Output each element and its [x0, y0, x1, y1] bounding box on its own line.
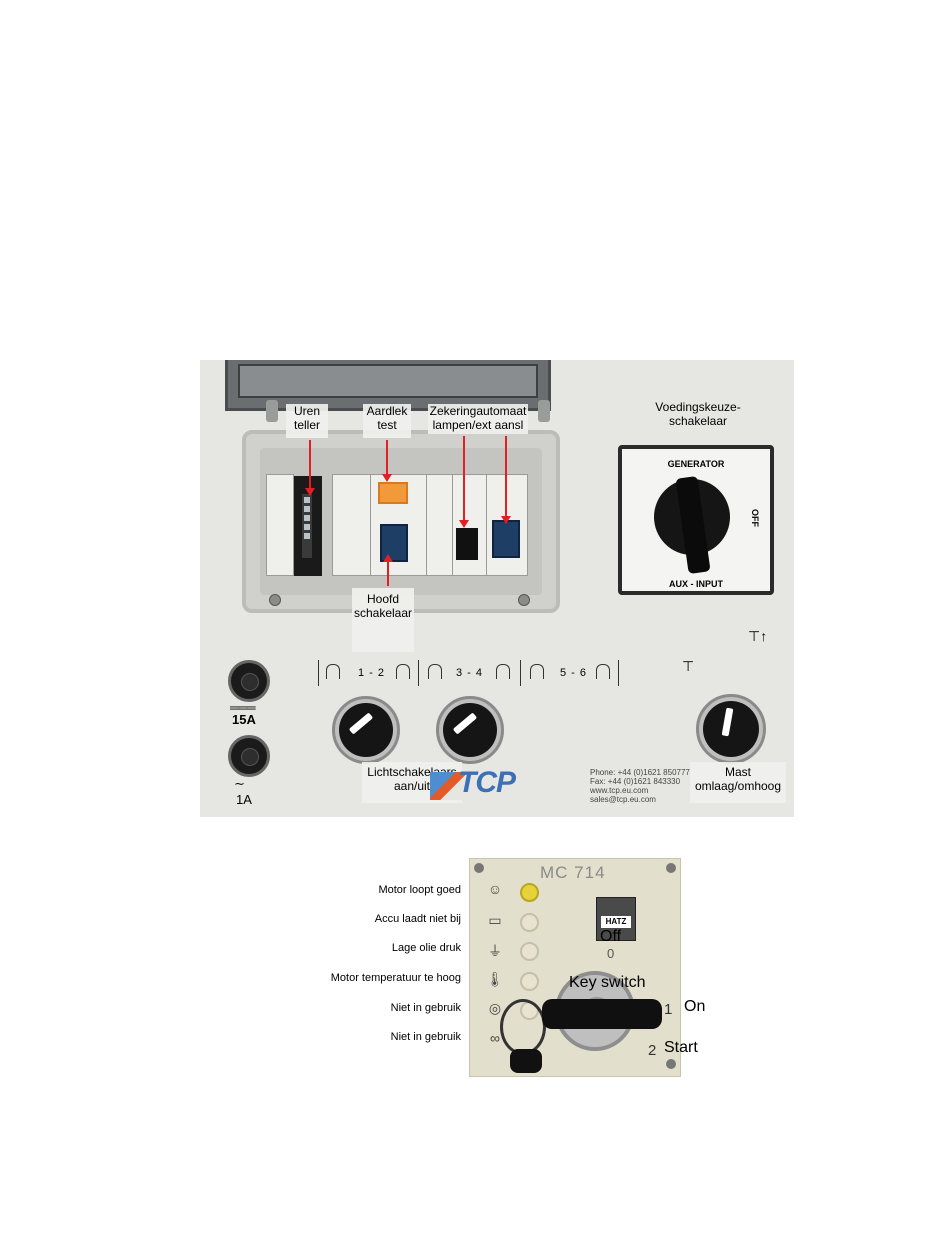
- selector-generator-label: GENERATOR: [667, 459, 725, 469]
- engine-control-photo: MC 714 ☺ ▭ ⏚ 🌡 ◎ ∞ HATZ: [469, 858, 681, 1077]
- selector-off-label: OFF: [750, 509, 760, 527]
- indicator-led-battery: [520, 913, 539, 932]
- thermometer-icon: 🌡: [486, 971, 504, 987]
- arrow-hoofd-schakelaar: [383, 554, 393, 586]
- legend-label: Accu laadt niet bij: [374, 913, 461, 925]
- tcp-logo-stripe: [430, 772, 466, 800]
- screw: [269, 594, 281, 606]
- dc-fuse-holder[interactable]: [228, 660, 270, 702]
- breaker-cabinet: [242, 430, 560, 613]
- light-group-label: 5 - 6: [560, 667, 588, 679]
- dc-symbol-icon: ═══: [230, 700, 256, 715]
- key-ring: [500, 999, 546, 1055]
- ac-symbol-icon: ∼: [234, 776, 245, 791]
- label-zekeringautomaat: Zekeringautomaat lampen/ext aansl: [428, 404, 528, 434]
- label-uren-teller: Uren teller: [286, 404, 328, 438]
- ignition-key[interactable]: [542, 999, 662, 1029]
- arrow-mcb-aux: [501, 436, 511, 524]
- indicator-led-oil: [520, 942, 539, 961]
- ac-fuse-holder[interactable]: [228, 735, 270, 777]
- arrow-aardlek-test: [382, 440, 392, 482]
- arrow-mcb-lamps: [459, 436, 469, 528]
- position-two-label: 2: [648, 1042, 657, 1059]
- hinge: [538, 400, 550, 422]
- light-group-label: 1 - 2: [358, 667, 386, 679]
- lamp-icon: [530, 664, 544, 679]
- mast-down-icon: ⊤: [682, 658, 695, 674]
- position-one-label: 1: [664, 1001, 673, 1018]
- lamp-icon: [496, 664, 510, 679]
- screw: [518, 594, 530, 606]
- lamp-icon: [428, 664, 442, 679]
- label-aardlek-test: Aardlek test: [363, 404, 411, 438]
- ac-fuse-rating: 1A: [236, 792, 252, 807]
- mcb-lamps-switch[interactable]: [456, 528, 478, 560]
- light-switch-knob[interactable]: [443, 703, 497, 757]
- lamp-icon: [396, 664, 410, 679]
- control-panel-photo: Uren teller Aardlek test Zekeringautomaa…: [200, 360, 794, 817]
- label-hoofd-schakelaar: Hoofd schakelaar: [352, 588, 414, 652]
- key-fob: [510, 1049, 542, 1073]
- light-switch-knob[interactable]: [339, 703, 393, 757]
- rcd-test-button[interactable]: [378, 482, 408, 504]
- label-voedingskeuze: Voedingskeuze- schakelaar: [655, 400, 741, 428]
- cabinet-lid: [225, 360, 551, 411]
- unused-icon: ∞: [490, 1030, 500, 1046]
- battery-icon: ▭: [488, 912, 502, 928]
- indicator-led-temp: [520, 972, 539, 991]
- lamp-icon: [596, 664, 610, 679]
- mcb-aux-switch[interactable]: [492, 520, 520, 558]
- dc-fuse-rating: 15A: [232, 712, 256, 727]
- model-label: MC 714: [540, 863, 606, 882]
- oil-can-icon: ⏚: [488, 943, 502, 959]
- hour-counter: [294, 476, 322, 576]
- unused-icon: ◎: [488, 1000, 502, 1016]
- label-mast: Mast omlaag/omhoog: [690, 762, 786, 803]
- mast-up-icon: ⊤↑: [748, 628, 768, 644]
- legend-label: Motor temperatuur te hoog: [330, 972, 461, 984]
- tcp-logo: TCP: [458, 766, 516, 799]
- arrow-uren-teller: [305, 440, 315, 496]
- indicator-led-running: [520, 883, 539, 902]
- legend-label: Lage olie druk: [391, 942, 461, 954]
- contact-info: Phone: +44 (0)1621 850777 Fax: +44 (0)16…: [590, 768, 690, 804]
- smiley-icon: ☺: [487, 881, 503, 897]
- light-group-label: 3 - 4: [456, 667, 484, 679]
- key-switch-label: Key switch: [569, 974, 646, 991]
- hinge: [266, 400, 278, 422]
- hatz-badge: HATZ: [596, 897, 636, 941]
- selector-aux-label: AUX - INPUT: [669, 579, 723, 589]
- position-start-label: Start: [664, 1039, 698, 1056]
- main-switch[interactable]: [380, 524, 408, 562]
- position-on-label: On: [684, 998, 706, 1015]
- legend-label: Niet in gebruik: [390, 1031, 461, 1043]
- legend-label: Motor loopt goed: [378, 884, 461, 896]
- legend-label: Niet in gebruik: [390, 1002, 461, 1014]
- lamp-icon: [326, 664, 340, 679]
- power-selector-switch[interactable]: GENERATOR OFF AUX - INPUT: [618, 445, 774, 595]
- position-zero-label: 0: [607, 946, 615, 961]
- position-off-label: Off: [600, 928, 622, 945]
